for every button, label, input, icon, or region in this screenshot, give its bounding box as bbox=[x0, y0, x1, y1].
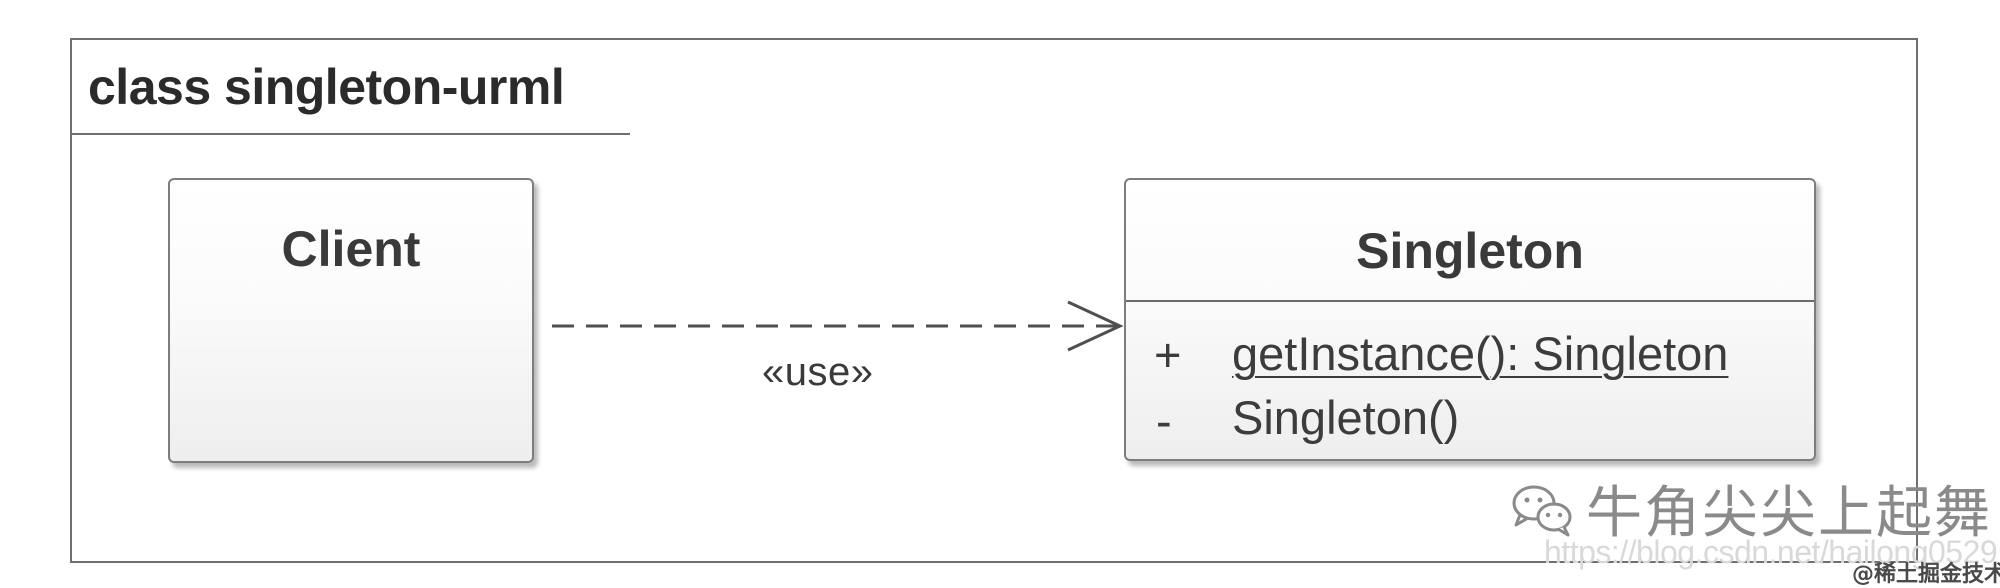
member-signature: Singleton() bbox=[1232, 391, 1460, 444]
frame-title: class singleton-urml bbox=[88, 59, 565, 115]
watermark-account-name: 牛角尖尖上起舞 bbox=[1586, 481, 1992, 546]
member-visibility-public: + bbox=[1154, 328, 1182, 381]
singleton-class-box[interactable]: Singleton + getInstance(): Singleton - S… bbox=[1124, 178, 1816, 461]
client-class-name: Client bbox=[281, 221, 421, 277]
member-visibility-private: - bbox=[1156, 394, 1172, 447]
dependency-stereotype-label: «use» bbox=[762, 350, 874, 394]
singleton-class-name: Singleton bbox=[1356, 223, 1584, 279]
wechat-icon bbox=[1512, 485, 1572, 536]
dependency-arrowhead bbox=[1067, 300, 1124, 352]
member-getinstance[interactable]: getInstance(): Singleton bbox=[1232, 326, 1728, 381]
frame-title-tab bbox=[71, 38, 630, 135]
member-constructor[interactable]: Singleton() bbox=[1232, 390, 1459, 445]
member-signature: getInstance(): Singleton bbox=[1232, 327, 1729, 380]
class-compartment-divider bbox=[1126, 300, 1814, 302]
watermark-community: @稀土掘金技术社区 bbox=[1852, 562, 2000, 587]
diagram-frame bbox=[70, 38, 1918, 563]
watermark: 牛角尖尖上起舞 bbox=[1510, 468, 1992, 549]
watermark-url: https://blog.csdn.net/hailong0529 bbox=[1544, 534, 1998, 570]
client-class-box[interactable]: Client bbox=[168, 178, 534, 463]
